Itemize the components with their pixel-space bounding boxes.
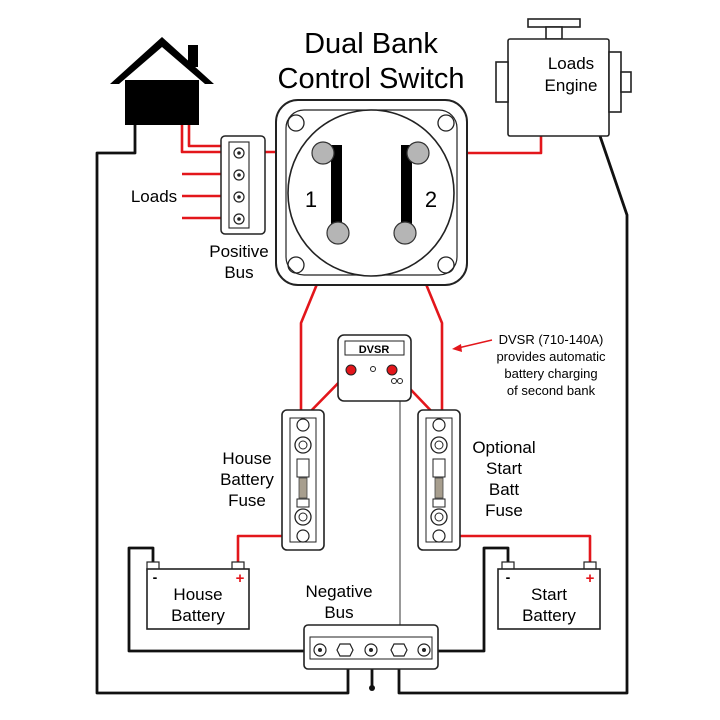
engine-icon bbox=[495, 18, 632, 137]
house-battery-label-2: Battery bbox=[171, 606, 225, 625]
house-fuse-label-2: Battery bbox=[220, 470, 274, 489]
negative-bus bbox=[303, 624, 439, 670]
switch-bar-1 bbox=[331, 145, 342, 232]
start-battery bbox=[497, 561, 601, 630]
start-battery-plus: + bbox=[586, 570, 595, 587]
switch-mount-screw-br bbox=[437, 256, 455, 274]
switch-position-2-label: 2 bbox=[425, 187, 437, 212]
house-battery-plus: + bbox=[236, 570, 245, 587]
engine-loads-label: Loads bbox=[548, 54, 594, 73]
dvsr-note-line-1: DVSR (710-140A) bbox=[499, 332, 604, 347]
negative-wire-start-battery bbox=[437, 546, 510, 653]
dvsr-note-arrowhead bbox=[452, 344, 462, 352]
dvsr-unit[interactable] bbox=[337, 334, 412, 402]
house-battery-label-1: House bbox=[173, 585, 222, 604]
start-fuse-label-3: Batt bbox=[489, 480, 520, 499]
title-line-1: Dual Bank bbox=[304, 28, 438, 60]
positive-bus-label-1: Positive bbox=[209, 242, 269, 261]
engine-label: Engine bbox=[545, 76, 598, 95]
house-battery-minus: - bbox=[153, 569, 158, 585]
house-fuse-to-battery-wire bbox=[236, 534, 301, 564]
start-battery-label-1: Start bbox=[531, 585, 567, 604]
title-line-2: Control Switch bbox=[278, 63, 465, 95]
house-fuse-label-1: House bbox=[222, 449, 271, 468]
house-icon bbox=[110, 37, 214, 125]
start-fuse-label-1: Optional bbox=[472, 438, 535, 457]
dvsr-note-line-2: provides automatic bbox=[496, 349, 606, 364]
dvsr-note-line-3: battery charging bbox=[504, 366, 597, 381]
loads-label: Loads bbox=[131, 187, 177, 206]
negative-bus-label-2: Bus bbox=[324, 603, 353, 622]
house-fuse-label-3: Fuse bbox=[228, 491, 266, 510]
start-battery-minus: - bbox=[506, 569, 511, 585]
ground-wire-engine bbox=[397, 135, 629, 695]
dvsr-note-line-4: of second bank bbox=[507, 383, 596, 398]
negative-bus-label-1: Negative bbox=[305, 582, 372, 601]
switch-terminal-1-top bbox=[311, 141, 335, 165]
switch-mount-screw-tr bbox=[437, 114, 455, 132]
ground-wire-node bbox=[369, 685, 375, 691]
start-battery-label-2: Battery bbox=[522, 606, 576, 625]
ground-wire-house-icon bbox=[95, 123, 350, 695]
switch-bar-2 bbox=[401, 145, 412, 232]
switch-mount-screw-bl bbox=[287, 256, 305, 274]
switch-terminal-2-bottom bbox=[393, 221, 417, 245]
dual-bank-switch[interactable] bbox=[275, 99, 468, 286]
start-fuse-label-4: Fuse bbox=[485, 501, 523, 520]
dvsr-note-arrow bbox=[457, 339, 493, 349]
start-fuse-label-2: Start bbox=[486, 459, 522, 478]
switch-mount-screw-tl bbox=[287, 114, 305, 132]
house-battery bbox=[146, 561, 250, 630]
dvsr-badge-label: DVSR bbox=[359, 344, 390, 356]
positive-bus-label-2: Bus bbox=[224, 263, 253, 282]
negative-wire-house-battery bbox=[127, 546, 305, 653]
start-battery-fuse bbox=[417, 409, 461, 551]
switch-terminal-1-bottom bbox=[326, 221, 350, 245]
start-fuse-to-battery-wire bbox=[441, 534, 592, 564]
house-battery-fuse bbox=[281, 409, 325, 551]
switch-terminal-2-top bbox=[406, 141, 430, 165]
switch-position-1-label: 1 bbox=[305, 187, 317, 212]
positive-bus bbox=[220, 135, 266, 235]
